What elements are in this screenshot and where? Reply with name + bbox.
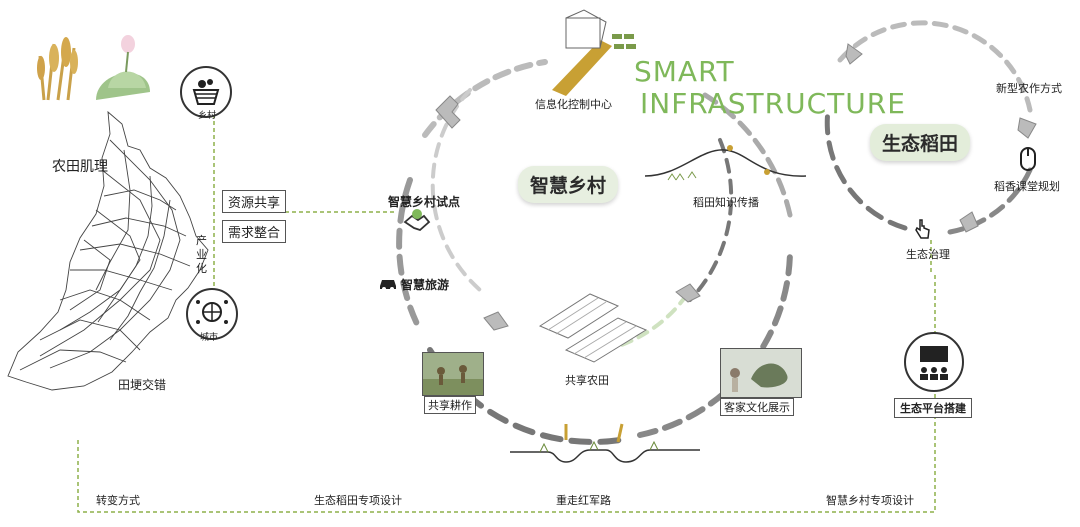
shared-farming-photo <box>422 352 484 396</box>
bottom-terrain-illustration <box>510 423 700 463</box>
eco-governance-label: 生态治理 <box>906 248 950 261</box>
rice-knowledge-label: 稻田知识传播 <box>693 196 759 209</box>
title-line-1: SMART <box>634 55 735 88</box>
smart-tourism-label: 智慧旅游 <box>401 278 450 292</box>
shared-farming-caption: 共享耕作 <box>424 396 476 414</box>
resource-sharing-box: 资源共享 <box>222 190 287 213</box>
farmland-texture-label: 农田肌理 <box>52 159 108 175</box>
demand-integration-box: 需求整合 <box>222 220 287 243</box>
globe-network-icon <box>196 300 228 324</box>
village-icon <box>180 66 232 118</box>
hand-pointer-icon <box>912 218 932 240</box>
hand-pointer-icon-svg <box>915 219 930 239</box>
hakka-culture-photo <box>720 348 802 398</box>
flow-arrows <box>435 43 1037 331</box>
car-icon-svg <box>380 280 396 291</box>
city-icon <box>186 288 238 340</box>
bottom-item-1: 转变方式 <box>96 494 140 507</box>
hakka-culture-caption: 客家文化展示 <box>720 398 794 416</box>
pilot-point-label: 智慧乡村试点 <box>388 195 461 209</box>
bottom-item-4: 智慧乡村专项设计 <box>826 494 914 507</box>
handshake-icon-svg <box>403 209 431 232</box>
shared-farmland-illustration <box>538 293 648 363</box>
farmland-map <box>7 110 209 391</box>
title-line-2: INFRASTRUCTURE <box>640 87 906 120</box>
industrialize-label: 产业化 <box>196 234 207 275</box>
rice-classroom-label: 稻香课堂规划 <box>994 180 1060 193</box>
mouse-icon-svg <box>1020 147 1036 171</box>
smart-village-pill: 智慧乡村 <box>518 166 619 203</box>
eco-platform-box: 生态平台搭建 <box>894 398 972 418</box>
basket-icon <box>192 79 220 105</box>
eco-platform-icon <box>904 332 964 392</box>
meeting-icon <box>920 346 948 380</box>
info-center-label: 信息化控制中心 <box>535 98 612 111</box>
handshake-icon <box>402 206 432 236</box>
rice-knowledge-illustration <box>644 145 807 181</box>
eco-paddy-pill: 生态稻田 <box>870 124 971 161</box>
farming-scene-image <box>423 353 483 395</box>
eco-paddy-cycle <box>824 20 1033 235</box>
shared-farmland-label: 共享农田 <box>565 374 609 387</box>
bottom-item-3: 重走红军路 <box>556 494 611 507</box>
wheat-lotus-illustration <box>37 35 150 101</box>
mouse-icon <box>1018 146 1038 172</box>
car-icon <box>378 276 398 292</box>
field-interlace-label: 田埂交错 <box>118 378 167 392</box>
village-icon-label: 乡村 <box>198 111 217 121</box>
city-icon-label: 城市 <box>200 333 219 343</box>
new-farming-label: 新型农作方式 <box>996 82 1062 95</box>
bottom-item-2: 生态稻田专项设计 <box>314 494 402 507</box>
hakka-scene-image <box>721 349 801 397</box>
info-center-illustration <box>552 9 636 96</box>
